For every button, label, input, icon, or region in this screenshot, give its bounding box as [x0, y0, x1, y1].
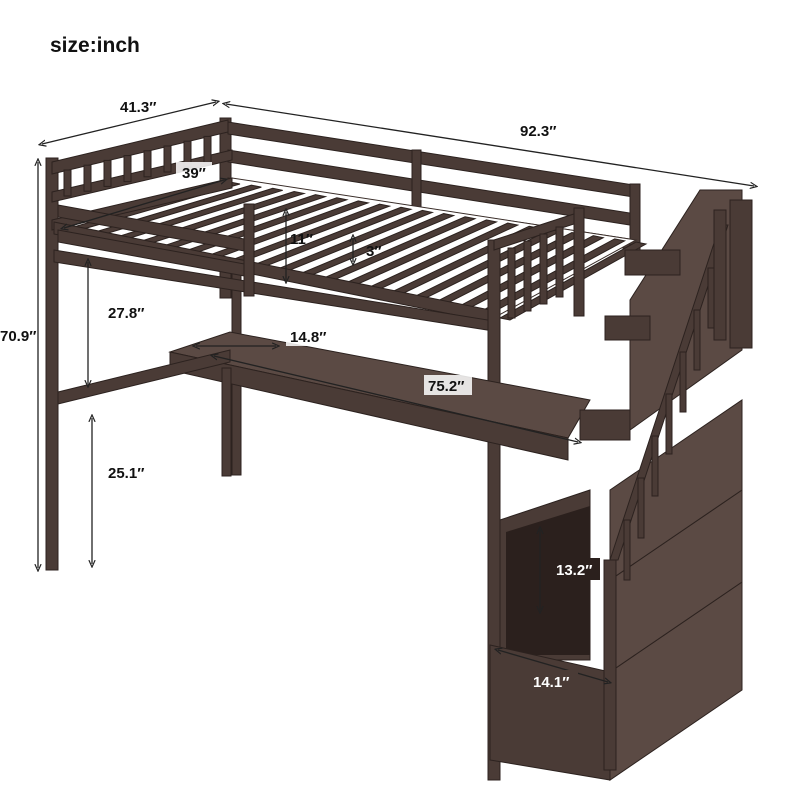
stair-baluster — [707, 267, 715, 329]
head-baluster — [203, 135, 212, 163]
step-tread-2 — [604, 315, 651, 341]
foot-baluster — [555, 226, 564, 298]
label-under-bed: 27.8″ — [108, 305, 144, 322]
label-desk-length: 75.2″ — [428, 378, 464, 395]
foot-baluster — [539, 233, 548, 305]
label-bed-length: 92.3″ — [520, 123, 556, 140]
stair-handrail — [609, 224, 729, 561]
unit-label: size:inch — [50, 34, 140, 57]
desk — [57, 331, 591, 477]
label-mattress-width: 39″ — [182, 165, 206, 182]
bed-slat — [498, 241, 648, 321]
foot-corner-post — [573, 207, 585, 317]
head-baluster — [123, 155, 132, 183]
stair-baluster — [623, 519, 631, 581]
label-total-height: 70.9″ — [0, 328, 36, 345]
dimline-mattress-width — [64, 180, 224, 228]
step-tread-1 — [579, 409, 631, 441]
staircase — [489, 189, 753, 781]
stair-baluster — [679, 351, 687, 413]
stair-front-post — [603, 559, 617, 771]
head-baluster — [103, 159, 112, 187]
head-baluster — [143, 150, 152, 178]
foot-baluster — [507, 247, 516, 319]
stair-baluster — [637, 477, 645, 539]
head-baluster — [163, 145, 172, 173]
dimension-lines — [38, 102, 754, 682]
label-guardrail-height: 11″ — [290, 231, 313, 248]
stair-ladder-frame — [729, 199, 753, 349]
label-step-height: 13.2″ — [556, 562, 592, 579]
dimline-desk-length — [214, 356, 578, 442]
dimension-labels: 41.3″ 92.3″ 70.9″ 39″ 11″ 3″ 27.8″ 14.8″… — [0, 99, 600, 692]
foot-baluster — [523, 240, 532, 312]
head-baluster — [63, 169, 72, 197]
label-desk-height: 25.1″ — [108, 465, 144, 482]
stair-handrail-post — [713, 209, 727, 341]
desk-leg — [221, 367, 232, 477]
dimline-bed-width — [42, 102, 216, 144]
label-step-width: 14.1″ — [533, 674, 569, 691]
step-tread-3 — [624, 249, 681, 276]
dimline-bed-length — [226, 104, 754, 186]
stair-baluster — [651, 435, 659, 497]
stair-baluster — [693, 309, 701, 371]
label-slat-gap: 3″ — [366, 243, 382, 260]
stair-baluster — [665, 393, 673, 455]
stair-cubby-interior — [506, 506, 590, 655]
label-bed-width: 41.3″ — [120, 99, 156, 116]
label-desk-depth: 14.8″ — [290, 329, 326, 346]
head-baluster — [83, 164, 92, 192]
dimline-step-width — [498, 650, 608, 682]
guard-post-mid — [243, 203, 255, 297]
